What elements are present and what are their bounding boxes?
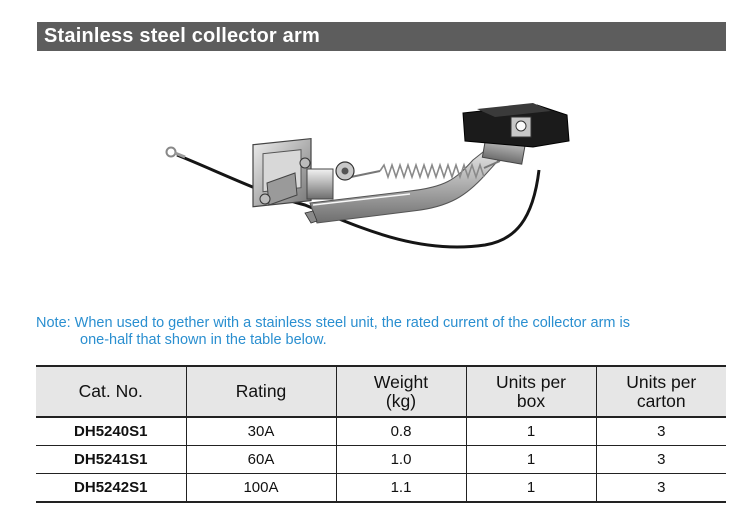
cell-cat-no: DH5241S1 — [36, 445, 187, 474]
cell-cat-no: DH5240S1 — [36, 417, 187, 446]
collector-arm-illustration — [165, 103, 570, 249]
arm-body — [309, 140, 506, 224]
cell-cat-no: DH5242S1 — [36, 473, 187, 503]
cell-weight: 0.8 — [335, 417, 467, 446]
table-row: DH5240S1 30A 0.8 1 3 — [36, 417, 726, 446]
cell-units-per-carton: 3 — [595, 473, 726, 503]
section-title: Stainless steel collector arm — [44, 25, 320, 47]
cell-units-per-box: 1 — [465, 445, 597, 474]
cell-rating: 30A — [185, 417, 337, 446]
cell-rating: 100A — [185, 473, 337, 503]
spring — [350, 160, 501, 180]
note-line-1: Note: When used to gether with a stainle… — [36, 315, 630, 331]
note-line-2: one-half that shown in the table below. — [80, 332, 327, 348]
table-row: DH5242S1 100A 1.1 1 3 — [36, 473, 726, 503]
cell-weight: 1.1 — [335, 473, 467, 503]
cell-units-per-box: 1 — [465, 417, 597, 446]
cable — [165, 146, 541, 249]
mounting-bracket — [252, 137, 355, 224]
cell-units-per-box: 1 — [465, 473, 597, 503]
note-text: Note: When used to gether with a stainle… — [36, 315, 716, 349]
cell-rating: 60A — [185, 445, 337, 474]
table-row: DH5241S1 60A 1.0 1 3 — [36, 445, 726, 474]
header-rating: Rating — [185, 365, 337, 418]
header-cat-no: Cat. No. — [36, 365, 187, 418]
cell-units-per-carton: 3 — [595, 417, 726, 446]
section-title-bar: Stainless steel collector arm — [37, 22, 726, 51]
cell-weight: 1.0 — [335, 445, 467, 474]
header-weight: Weight(kg) — [335, 365, 467, 418]
cell-units-per-carton: 3 — [595, 445, 726, 474]
collector-shoe — [462, 103, 570, 148]
